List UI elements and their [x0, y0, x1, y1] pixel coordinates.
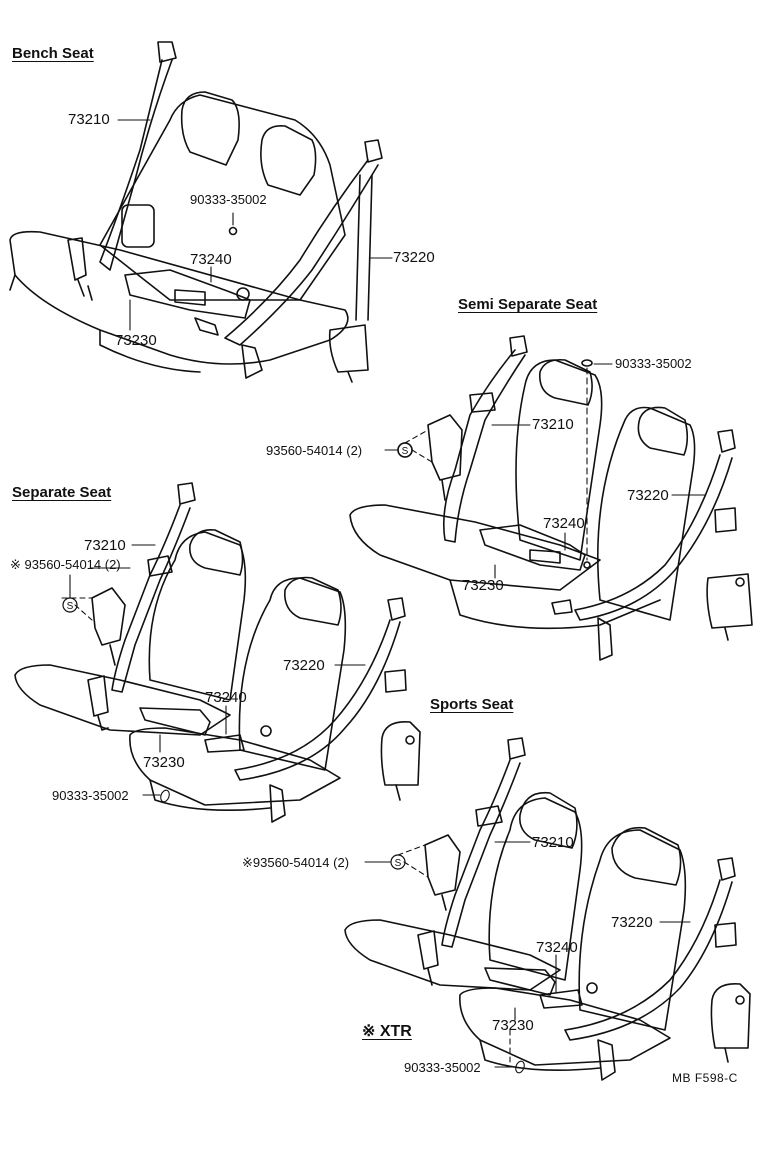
separate-part-73230: 73230 [143, 754, 185, 771]
screw-s-icon-sports [390, 854, 406, 870]
screw-s-icon-separate [62, 597, 78, 613]
sports-leader-lines [364, 841, 691, 1074]
screw-symbol-letters: S S S [67, 446, 409, 869]
bench-seat-illustration [9, 41, 383, 383]
separate-part-90333-35002: 90333-35002 [52, 788, 129, 803]
separate-seat-illustration [14, 482, 421, 823]
semi-part-73240: 73240 [543, 515, 585, 532]
diagram-reference-code: MB F598-C [672, 1071, 738, 1085]
separate-leader-lines [61, 544, 366, 803]
screw-symbol-icons [62, 442, 413, 870]
screw-s-icon-semi [397, 442, 413, 458]
semi-part-73220: 73220 [627, 487, 669, 504]
separate-part-73210: 73210 [84, 537, 126, 554]
xtr-note: ※ XTR [362, 1023, 412, 1040]
bench-seat-title: Bench Seat [12, 45, 94, 62]
sports-part-73210: 73210 [532, 834, 574, 851]
sports-part-93560-54014: ※93560-54014 (2) [242, 855, 350, 870]
sports-seat-illustration [344, 737, 751, 1081]
separate-part-73220: 73220 [283, 657, 325, 674]
semi-part-73230: 73230 [462, 577, 504, 594]
sports-seat-title: Sports Seat [430, 696, 514, 713]
bench-part-73230: 73230 [115, 332, 157, 349]
sports-part-73230: 73230 [492, 1017, 534, 1034]
sports-part-90333-35002: 90333-35002 [404, 1060, 481, 1075]
semi-separate-seat-illustration [349, 335, 753, 661]
semi-leader-lines [384, 363, 706, 579]
sports-part-73220: 73220 [611, 914, 653, 931]
bench-part-90333-35002: 90333-35002 [190, 192, 267, 207]
svg-text:S: S [67, 601, 74, 612]
svg-text:S: S [395, 858, 402, 869]
semi-separate-seat-title: Semi Separate Seat [458, 296, 598, 313]
sports-part-73240: 73240 [536, 939, 578, 956]
semi-part-90333-35002: 90333-35002 [615, 356, 692, 371]
bench-part-73240: 73240 [190, 251, 232, 268]
bench-part-73210: 73210 [68, 111, 110, 128]
separate-seat-title: Separate Seat [12, 484, 112, 501]
semi-part-73210: 73210 [532, 416, 574, 433]
separate-part-73240: 73240 [205, 689, 247, 706]
separate-part-93560-54014: ※ 93560-54014 (2) [10, 557, 121, 572]
bench-part-73220: 73220 [393, 249, 435, 266]
semi-part-93560-54014: 93560-54014 (2) [266, 443, 363, 458]
bench-leader-lines [117, 119, 393, 331]
svg-text:S: S [402, 446, 409, 457]
